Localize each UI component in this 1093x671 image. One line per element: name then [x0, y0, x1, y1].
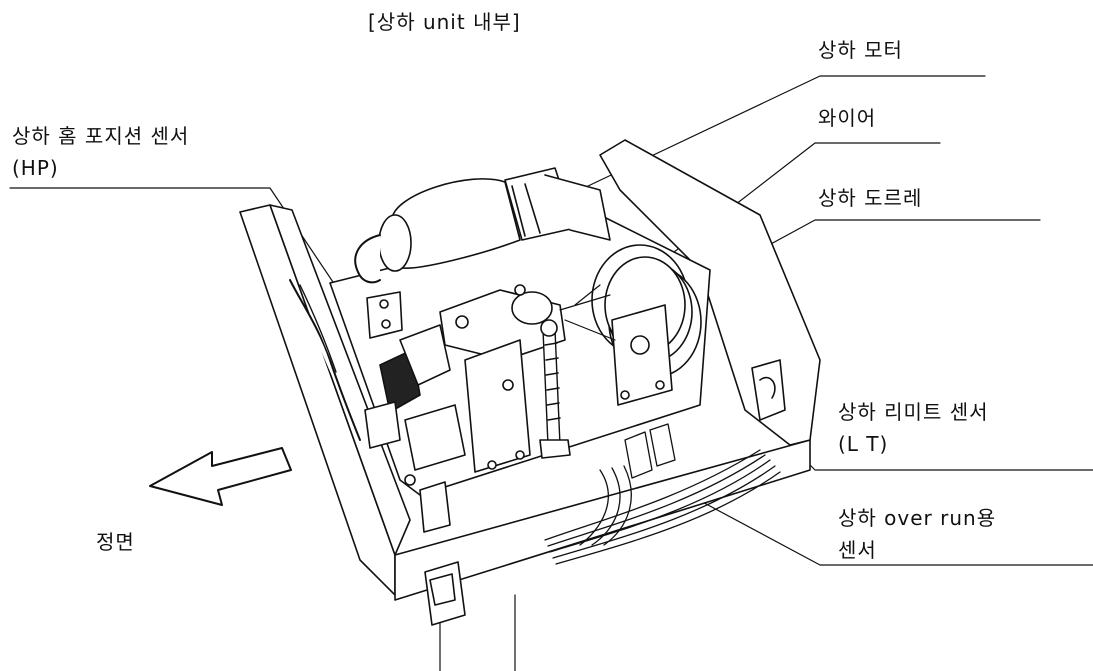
label-home-sensor-code: (HP) [12, 156, 59, 180]
label-overrun-sensor-2: 센서 [838, 538, 877, 562]
home-sensor-assembly [289, 279, 466, 486]
screw-foot [539, 439, 571, 459]
label-front: 정면 [96, 530, 135, 554]
gear-block [404, 404, 466, 471]
wire-path [559, 284, 616, 341]
leader-home-sensor [9, 187, 346, 301]
motor-body [391, 178, 521, 269]
label-limit-sensor-code: (L T) [838, 432, 889, 456]
pulley-bracket [611, 304, 673, 406]
connector [624, 431, 653, 479]
leader-motor [547, 75, 986, 206]
front-connector [419, 481, 466, 626]
limit-sensor-assembly [751, 359, 786, 421]
label-wire: 와이어 [818, 106, 877, 130]
label-overrun-sensor: 상하 over run용 [838, 506, 997, 530]
side-cable [289, 279, 361, 441]
motor [354, 167, 611, 284]
sensor-bracket [366, 291, 403, 339]
leader-overrun-sensor [679, 489, 1093, 566]
left-wall-inner [269, 204, 411, 556]
label-pulley: 상하 도르레 [818, 186, 923, 210]
label-motor: 상하 모터 [818, 38, 903, 62]
lift-mechanism [439, 284, 616, 473]
leader-limit-sensor [774, 429, 1093, 471]
diagram-title: [상하 unit 내부] [368, 10, 521, 34]
motor-end [378, 214, 412, 272]
upper-roller [511, 291, 553, 325]
pulley [591, 244, 702, 406]
vertical-plate [464, 339, 531, 473]
front-arrow-icon [149, 447, 292, 506]
label-home-sensor: 상하 홈 포지션 센서 [12, 124, 190, 148]
wire-harness [544, 423, 781, 565]
label-limit-sensor: 상하 리미트 센서 [838, 400, 989, 424]
pulley-hub [630, 335, 650, 355]
motor-cable [354, 234, 381, 284]
